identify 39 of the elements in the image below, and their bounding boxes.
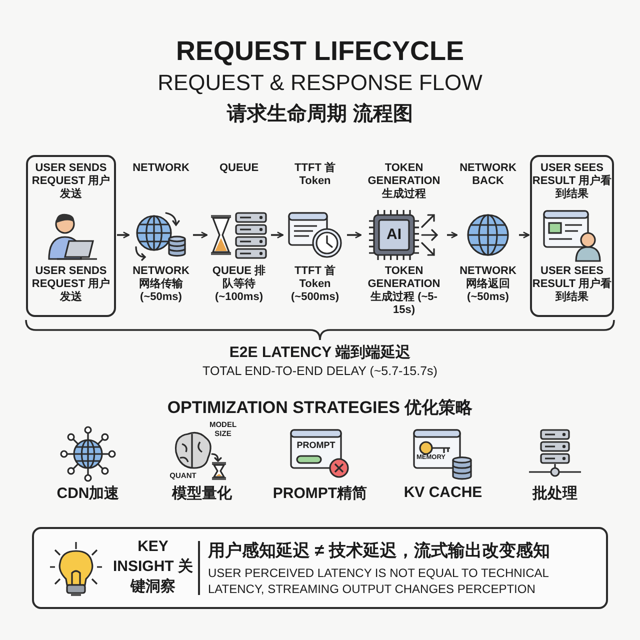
strategy-label: 批处理 [531,484,578,503]
strategy-label: 模型量化 [170,484,233,503]
section-heading: E2E LATENCY 端到端延迟 [228,343,412,362]
subtitle: 请求生命周期 流程图 [226,102,414,127]
stage-label: USER SEES RESULT 用户看到结果 [532,162,612,201]
insight-box [32,527,608,609]
arrow [347,232,362,238]
stage-label: NETWORK [132,162,190,175]
stage-box [26,155,116,317]
stage-label: QUEUE 排队等待 (~100ms) [211,265,267,304]
strategy-label: PROMPT精简 [272,484,368,503]
insight-heading: KEY INSIGHT 关键洞察 [112,537,194,597]
stage-label: USER SENDS REQUEST 用户发送 [30,265,112,304]
stage-label: NETWORK BACK [458,162,518,188]
arrow [519,232,530,238]
arrow [117,232,130,238]
strategy-label: CDN加速 [56,484,120,503]
subheading: TOTAL END-TO-END DELAY (~5.7-15.7s) [202,364,438,378]
stage-label: USER SENDS REQUEST 用户发送 [30,162,112,201]
arrow [447,232,458,238]
stage-box [530,155,614,317]
title: REQUEST LIFECYCLE [174,36,466,67]
arrow [193,232,208,238]
section-heading: OPTIMIZATION STRATEGIES 优化策略 [166,397,474,419]
subtitle: REQUEST & RESPONSE FLOW [156,70,484,96]
chip-label: AI [386,225,402,245]
stage-label: TTFT 首Token [294,162,336,188]
insight-text: USER PERCEIVED LATENCY IS NOT EQUAL TO TECHNICAL LATENCY, STREAMING OUTPUT CHANGES PERCEPTION [208,565,550,597]
stage-label: TTFT 首Token (~500ms) [290,265,340,304]
stage-label: QUEUE [218,162,260,175]
strategy-label: KV CACHE [402,484,484,501]
stage-label: NETWORK 网络传输 (~50ms) [132,265,190,304]
arrow [271,232,284,238]
stage-label: NETWORK 网络返回 (~50ms) [458,265,518,304]
stage-label: USER SEES RESULT 用户看到结果 [532,265,612,304]
stage-label: TOKEN GENERATION 生成过程 (~5-15s) [366,265,442,317]
stage-label: TOKEN GENERATION 生成过程 [366,162,442,201]
icon-label: PROMPT [296,440,336,450]
insight-text: 用户感知延迟 ≠ 技术延迟，流式输出改变感知 [208,540,551,562]
